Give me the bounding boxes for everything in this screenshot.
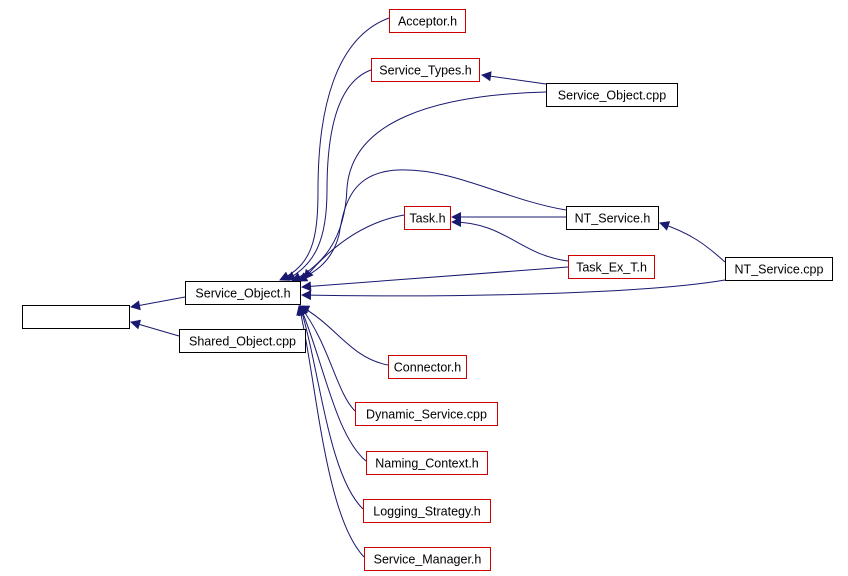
node-naming-context-h[interactable]: Naming_Context.h (366, 451, 488, 475)
node-label: Task_Ex_T.h (576, 261, 647, 275)
node-box (568, 255, 655, 279)
node-box (355, 402, 498, 426)
node-label: Naming_Context.h (375, 457, 479, 471)
edge-service-object-cpp-to-service-types-h (481, 71, 547, 85)
edge-acceptor-h-to-service-object-h (279, 17, 390, 281)
edge-service-object-cpp-to-service-object-h (291, 91, 547, 282)
edge-task-ex-t-h-to-task-h (451, 217, 569, 262)
edge-task-h-to-service-object-h (303, 214, 405, 280)
node-label: Dynamic_Service.cpp (366, 408, 487, 422)
node-connector-h[interactable]: Connector.h (388, 355, 467, 379)
node-label: NT_Service.h (575, 212, 651, 226)
node-task-ex-t-h[interactable]: Task_Ex_T.h (568, 255, 655, 279)
node-box (404, 206, 451, 230)
node-box (371, 58, 480, 82)
edge-service-manager-h-to-service-object-h (296, 305, 365, 558)
node-label: Shared_Object.cpp (189, 335, 296, 349)
node-service-manager-h[interactable]: Service_Manager.h (364, 547, 491, 571)
node-box (364, 547, 491, 571)
node-label: Logging_Strategy.h (373, 505, 481, 519)
node-box (366, 451, 488, 475)
node-nt-service-h[interactable]: NT_Service.h (566, 206, 659, 230)
edges-layer (130, 17, 726, 558)
node-label: NT_Service.cpp (735, 263, 824, 277)
node-box (546, 83, 678, 107)
node-box (725, 257, 833, 281)
edge-dynamic-service-cpp-to-service-object-h (299, 305, 356, 412)
node-box (363, 499, 491, 523)
edge-naming-context-h-to-service-object-h (298, 305, 367, 462)
node-shared-object-cpp[interactable]: Shared_Object.cpp (179, 329, 306, 353)
node-label: Acceptor.h (398, 15, 457, 29)
edge-nt-service-cpp-to-service-object-h (301, 279, 726, 301)
node-label: Service_Types.h (379, 64, 471, 78)
node-task-h[interactable]: Task.h (404, 206, 451, 230)
node-box (389, 9, 466, 33)
node-label: Service_Manager.h (374, 553, 482, 567)
node-box (185, 281, 301, 305)
node-box (179, 329, 306, 353)
node-label: Service_Object.cpp (558, 89, 666, 103)
edge-service-types-h-to-service-object-h (285, 69, 372, 281)
nodes-layer: Shared_Object.h Service_Object.hShared_Ob… (22, 9, 833, 571)
edge-task-ex-t-h-to-service-object-h (301, 266, 569, 292)
edge-logging-strategy-h-to-service-object-h (297, 305, 364, 510)
node-box (566, 206, 659, 230)
edge-nt-service-cpp-to-nt-service-h (659, 221, 726, 263)
node-box (22, 305, 130, 329)
edge-nt-service-h-to-service-object-h (297, 169, 567, 282)
edge-service-object-h-to-shared-object-h (130, 296, 186, 311)
node-nt-service-cpp[interactable]: NT_Service.cpp (725, 257, 833, 281)
node-label: Shared_Object.h (29, 311, 123, 325)
edge-shared-object-cpp-to-shared-object-h (130, 319, 180, 337)
node-logging-strategy-h[interactable]: Logging_Strategy.h (363, 499, 491, 523)
node-service-object-cpp[interactable]: Service_Object.cpp (546, 83, 678, 107)
node-service-types-h[interactable]: Service_Types.h (371, 58, 480, 82)
node-label: Task.h (409, 212, 445, 226)
node-shared-object-h[interactable]: Shared_Object.h (22, 305, 130, 329)
node-service-object-h[interactable]: Service_Object.h (185, 281, 301, 305)
node-box (388, 355, 467, 379)
edge-connector-h-to-service-object-h (299, 305, 389, 366)
node-label: Connector.h (394, 361, 461, 375)
node-acceptor-h[interactable]: Acceptor.h (389, 9, 466, 33)
node-dynamic-service-cpp[interactable]: Dynamic_Service.cpp (355, 402, 498, 426)
node-label: Service_Object.h (195, 287, 290, 301)
